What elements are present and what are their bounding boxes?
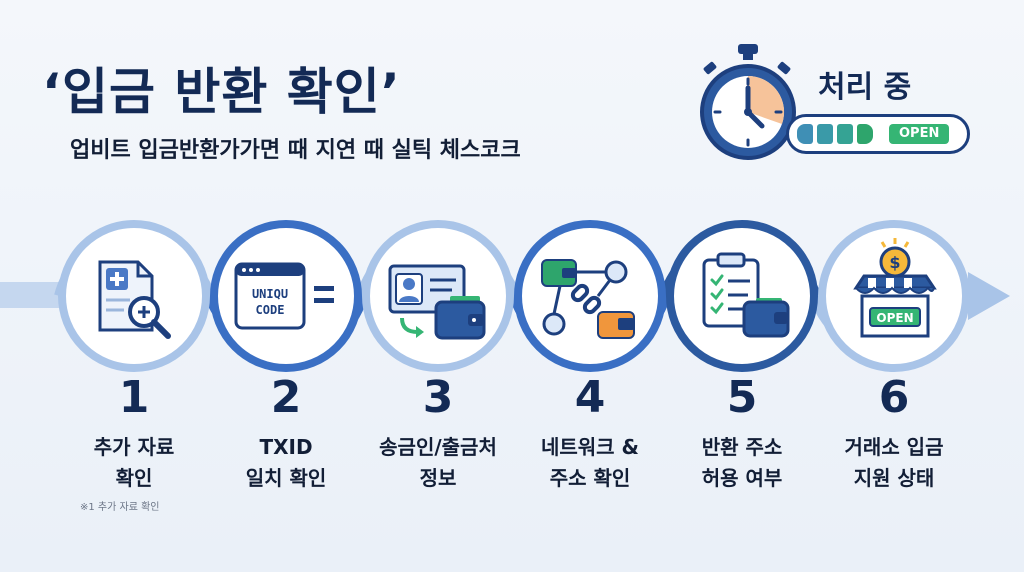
checklist-wallet-icon xyxy=(702,252,790,338)
svg-text:$: $ xyxy=(889,253,900,272)
progress-open-badge: OPEN xyxy=(889,124,950,144)
wallet-chain-icon xyxy=(541,259,635,339)
step-2-number: 2 xyxy=(270,372,302,423)
flow-ribbon xyxy=(0,220,1010,372)
document-magnifier-icon xyxy=(98,260,171,339)
stopwatch-icon xyxy=(700,44,796,160)
progress-fill xyxy=(797,124,873,144)
step-3-number: 3 xyxy=(422,372,454,423)
processing-label: 처리 중 xyxy=(818,70,912,105)
code-text-line2: CODE xyxy=(256,303,285,317)
step-6-number: 6 xyxy=(878,372,910,423)
txid-code-icon: UNIQU CODE xyxy=(234,262,334,330)
footnote: ※1 추가 자료 확인 xyxy=(80,502,160,513)
step-4-label: 네트워크 &주소 확인 xyxy=(540,435,639,490)
progress-bar: OPEN xyxy=(786,114,970,154)
store-open-sign: OPEN xyxy=(876,311,913,325)
step-4-number: 4 xyxy=(574,372,606,423)
step-1-number: 1 xyxy=(118,372,150,423)
page-subtitle: 업비트 입금반환가가면 때 지연 때 실틱 체스코크 xyxy=(70,138,521,163)
code-text-line1: UNIQU xyxy=(252,287,288,301)
step-5-number: 5 xyxy=(726,372,758,423)
store-open-icon: $ OPEN xyxy=(853,238,937,338)
id-card-wallet-icon xyxy=(388,264,486,340)
page-title: ‘입금 반환 확인’ xyxy=(42,63,401,121)
